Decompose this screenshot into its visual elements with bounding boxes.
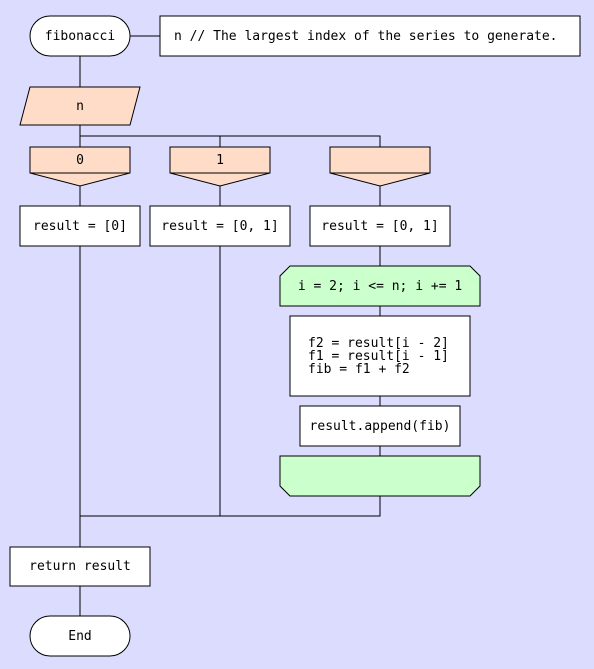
case-0-action: result = [0] xyxy=(33,218,127,234)
switch-branch-bus xyxy=(80,135,381,147)
input-label: n xyxy=(76,98,84,114)
return-box xyxy=(9,546,151,587)
append-statement: result.append(fib) xyxy=(309,418,451,434)
connectors xyxy=(79,35,381,616)
merge-bus xyxy=(80,496,381,517)
case-default-label xyxy=(330,147,430,173)
case-0-label: 0 xyxy=(76,152,84,168)
start-label: fibonacci xyxy=(44,28,116,44)
loop-body-box xyxy=(289,315,471,397)
case-0-shape xyxy=(29,146,131,187)
case-1-action: result = [0, 1] xyxy=(161,218,279,234)
append-box xyxy=(299,405,461,447)
case-default-action: result = [0, 1] xyxy=(321,218,439,234)
end-label: End xyxy=(68,628,92,644)
case-1-action-box xyxy=(149,205,291,247)
case-1-shape xyxy=(169,146,271,187)
case-default-shape xyxy=(329,146,431,187)
start-terminal xyxy=(29,15,131,57)
loop-body: f2 = result[i - 2] f1 = result[i - 1] fi… xyxy=(308,335,449,377)
return-statement: return result xyxy=(29,559,131,574)
loop-header-shape xyxy=(279,265,481,307)
input-parallelogram xyxy=(19,86,141,126)
case-1-label: 1 xyxy=(216,152,224,168)
loop-header: i = 2; i <= n; i += 1 xyxy=(297,278,463,294)
end-terminal xyxy=(29,615,131,657)
case-default-action-box xyxy=(309,205,451,247)
comment-text: n // The largest index of the series to … xyxy=(174,28,558,44)
case-0-action-box xyxy=(19,205,141,247)
comment-box xyxy=(159,15,581,57)
loop-end-shape xyxy=(279,455,481,497)
